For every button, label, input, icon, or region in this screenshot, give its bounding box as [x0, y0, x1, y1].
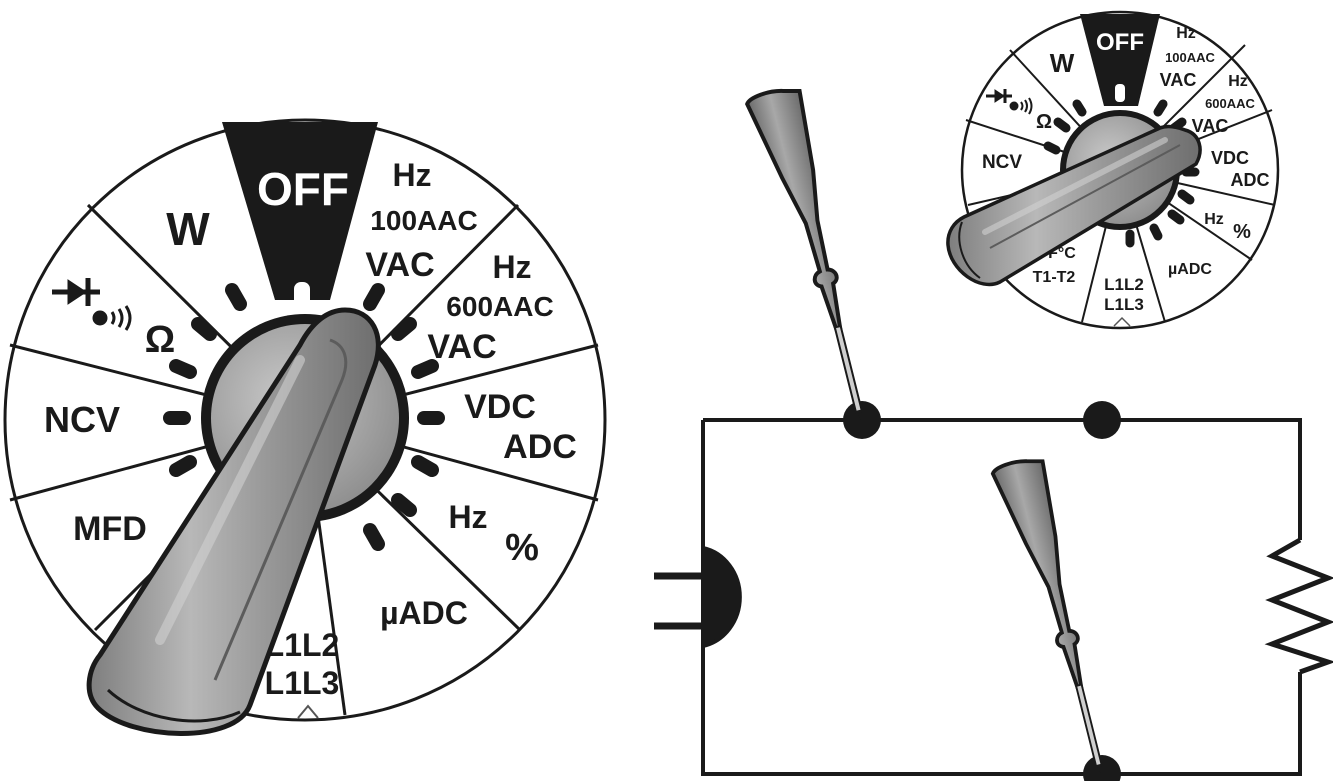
dial-bottom-pointer: [297, 704, 319, 719]
small-label-ohm: Ω: [1036, 111, 1052, 133]
small-label-percent: %: [1233, 221, 1251, 243]
big-label-adc: ADC: [503, 428, 577, 466]
circuit-top-wire: [703, 418, 1302, 540]
small-label-l1l3: L1L3: [1104, 295, 1144, 314]
test-probe-top[interactable]: [743, 83, 883, 431]
small-diode-continuity-icon: [986, 89, 1033, 115]
off-pointer-slot: [294, 282, 310, 312]
big-label-uadc: µADC: [380, 595, 468, 631]
off-sector: [222, 122, 378, 300]
big-label-hz-100: Hz: [392, 157, 431, 193]
bulb-icon: [654, 545, 742, 649]
big-label-100aac: 100AAC: [370, 205, 477, 236]
big-label-off: OFF: [257, 163, 349, 215]
small-label-ncv: NCV: [982, 152, 1022, 173]
big-label-ohm: Ω: [145, 319, 175, 361]
small-label-adc: ADC: [1231, 170, 1270, 190]
small-label-hz-pct-hz: Hz: [1204, 211, 1224, 228]
big-label-vac-2: VAC: [427, 328, 496, 366]
small-label-hz-100: Hz: [1176, 25, 1196, 42]
big-dial-detents: [163, 283, 445, 551]
big-label-hz-pct-hz: Hz: [448, 499, 487, 535]
big-dial-knob[interactable]: [86, 307, 381, 736]
circuit-node-bottom: [1083, 755, 1121, 781]
circuit-node-right: [1083, 401, 1121, 439]
small-label-vdc: VDC: [1211, 148, 1249, 168]
small-label-600aac: 600AAC: [1205, 96, 1255, 111]
small-label-off: OFF: [1096, 29, 1144, 56]
small-label-vac-2: VAC: [1192, 116, 1229, 136]
big-label-vdc: VDC: [464, 388, 536, 426]
big-label-mfd: MFD: [73, 510, 147, 548]
small-label-uadc: µADC: [1168, 261, 1212, 278]
big-label-percent: %: [505, 527, 539, 569]
big-dial: OFF W Hz 100AAC VAC Hz 600AAC VAC VDC AD…: [3, 118, 607, 736]
small-dial-knob[interactable]: [946, 124, 1202, 287]
circuit-bottom-wire: [701, 646, 1302, 776]
small-label-t1t2: T1-T2: [1033, 269, 1076, 286]
big-label-l1l3: L1L3: [265, 665, 340, 701]
small-label-hz-600: Hz: [1228, 73, 1248, 90]
big-label-hz-600: Hz: [492, 249, 531, 285]
small-label-vac-1: VAC: [1160, 70, 1197, 90]
big-label-vac-1: VAC: [365, 246, 434, 284]
big-label-ncv: NCV: [44, 399, 120, 440]
small-label-w: W: [1050, 48, 1075, 78]
test-probe-bottom[interactable]: [989, 453, 1122, 781]
small-label-100aac: 100AAC: [1165, 50, 1215, 65]
big-label-w: W: [166, 203, 210, 255]
circuit-node-left: [843, 401, 881, 439]
small-off-sector: [1080, 14, 1160, 106]
small-dial: OFF W Hz 100AAC VAC Hz 600AAC VAC VDC AD…: [946, 10, 1280, 330]
big-label-600aac: 600AAC: [446, 291, 553, 322]
diode-continuity-icon: [52, 278, 132, 331]
circuit: [701, 418, 1333, 776]
resistor-icon: [1264, 537, 1333, 675]
small-label-l1l2: L1L2: [1104, 275, 1144, 294]
